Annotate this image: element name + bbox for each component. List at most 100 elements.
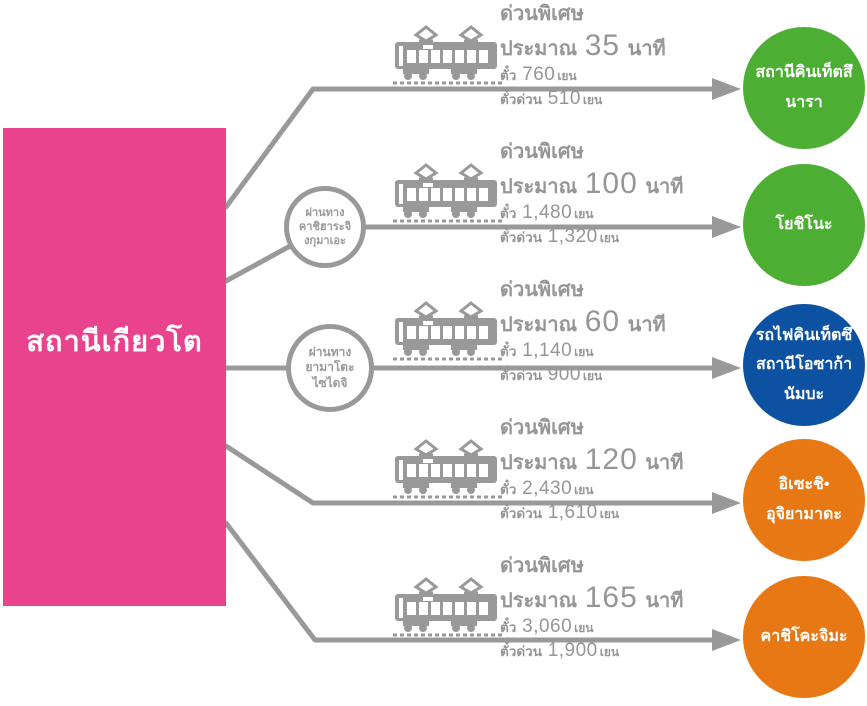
route-duration: ประมาณ 60 นาที xyxy=(500,305,666,338)
route-type-label: ด่วนพิเศษ xyxy=(500,279,584,301)
destination-line: นัมบะ xyxy=(783,385,825,403)
fare-unit: เยน xyxy=(557,69,577,83)
fare-unit: เยน xyxy=(574,621,594,635)
destination-iseshi-ujiyamada: อิเซะชิ• อุจิยามาดะ xyxy=(743,439,865,561)
destination-line: โยชิโนะ xyxy=(775,216,833,234)
origin-station-label: สถานีเกียวโต xyxy=(26,326,203,358)
duration-value: 60 xyxy=(584,305,621,338)
via-node-line: งกุมาเอะ xyxy=(304,235,346,248)
arrowhead-icon xyxy=(712,78,741,100)
fare-value: 760 xyxy=(522,64,556,85)
via-node-line: คาชิฮาระจิ xyxy=(298,220,352,233)
origin-station-box: สถานีเกียวโต xyxy=(3,128,226,606)
via-node-yamatosaidaiji: ผ่านทาง ยามาโตะ ไซไดจิ xyxy=(286,324,374,412)
fare-label: ตั๋ว xyxy=(500,620,517,635)
destination-line: สถานีโอซาก้า xyxy=(755,356,853,374)
duration-value: 165 xyxy=(584,581,638,614)
express-fare-unit: เยน xyxy=(582,368,603,383)
fare-value: 3,060 xyxy=(522,616,573,637)
duration-value: 120 xyxy=(584,443,638,476)
destination-line: คาชิโคะจิมะ xyxy=(760,628,848,646)
train-icon xyxy=(393,574,505,638)
express-fare-label: ตั๋วด่วน xyxy=(500,91,542,107)
train-icon xyxy=(393,436,505,500)
destination-yoshino: โยชิโนะ xyxy=(743,164,865,286)
fare-label: ตั๋ว xyxy=(500,206,517,221)
route-duration: ประมาณ 165 นาที xyxy=(500,581,683,614)
express-fare-value: 1,900 xyxy=(547,639,598,661)
arrowhead-icon xyxy=(712,492,741,514)
fare-label: ตั๋ว xyxy=(500,482,517,497)
destination-kintetsu-nara: สถานีคินเท็ตสึ นารา xyxy=(743,27,865,149)
fare-label: ตั๋ว xyxy=(500,344,517,359)
express-fare-unit: เยน xyxy=(599,506,620,521)
route-type-label: ด่วนพิเศษ xyxy=(500,3,584,25)
via-node-line: ผ่านทาง xyxy=(305,206,345,219)
duration-value: 35 xyxy=(584,29,621,62)
fare-value: 1,140 xyxy=(522,340,573,361)
express-fare-label: ตั๋วด่วน xyxy=(500,229,542,245)
fare-label: ตั๋ว xyxy=(500,68,517,83)
express-fare-label: ตั๋วด่วน xyxy=(500,505,542,521)
express-fare-label: ตั๋วด่วน xyxy=(500,643,542,659)
duration-value: 100 xyxy=(584,167,638,200)
route-type-label: ด่วนพิเศษ xyxy=(500,141,584,163)
express-fare-value: 510 xyxy=(547,87,581,109)
express-fare-value: 900 xyxy=(547,363,581,385)
duration-unit: นาที xyxy=(627,314,666,336)
destination-line: สถานีคินเท็ตสึ xyxy=(755,64,853,82)
arrowhead-icon xyxy=(712,216,741,238)
route-type-label: ด่วนพิเศษ xyxy=(500,417,584,439)
duration-prefix: ประมาณ xyxy=(500,314,578,336)
fare-value: 2,430 xyxy=(522,478,573,499)
destination-line: อิเซะชิ• xyxy=(778,476,830,494)
duration-unit: นาที xyxy=(645,176,684,198)
fare-unit: เยน xyxy=(574,345,594,359)
destination-line: รถไฟคินเท็ตซึ xyxy=(755,326,853,344)
destination-line: อุจิยามาดะ xyxy=(766,506,842,523)
route-line-1 xyxy=(223,86,716,210)
duration-unit: นาที xyxy=(645,590,684,612)
express-fare-unit: เยน xyxy=(599,644,620,659)
route-duration: ประมาณ 35 นาที xyxy=(500,29,666,62)
duration-unit: นาที xyxy=(645,452,684,474)
route-duration: ประมาณ 100 นาที xyxy=(500,167,683,200)
duration-prefix: ประมาณ xyxy=(500,452,578,474)
route-duration: ประมาณ 120 นาที xyxy=(500,443,683,476)
duration-prefix: ประมาณ xyxy=(500,38,578,60)
fare-value: 1,480 xyxy=(522,202,573,223)
route-line-4 xyxy=(223,443,716,506)
via-node-line: ไซไดจิ xyxy=(312,375,348,390)
arrowhead-icon xyxy=(712,357,741,379)
arrowhead-icon xyxy=(712,629,741,651)
route-type-label: ด่วนพิเศษ xyxy=(500,555,584,577)
express-fare-label: ตั๋วด่วน xyxy=(500,367,542,383)
route-line-5 xyxy=(223,520,716,643)
destination-line: นารา xyxy=(785,94,823,111)
via-node-line: ผ่านทาง xyxy=(308,344,352,359)
fare-unit: เยน xyxy=(574,207,594,221)
duration-unit: นาที xyxy=(627,38,666,60)
train-icon xyxy=(393,160,505,224)
train-icon xyxy=(393,298,505,362)
express-fare-value: 1,320 xyxy=(547,225,598,247)
express-fare-value: 1,610 xyxy=(547,501,598,523)
destination-kashikojima: คาชิโคะจิมะ xyxy=(743,576,865,698)
express-fare-unit: เยน xyxy=(599,230,620,245)
fare-unit: เยน xyxy=(574,483,594,497)
